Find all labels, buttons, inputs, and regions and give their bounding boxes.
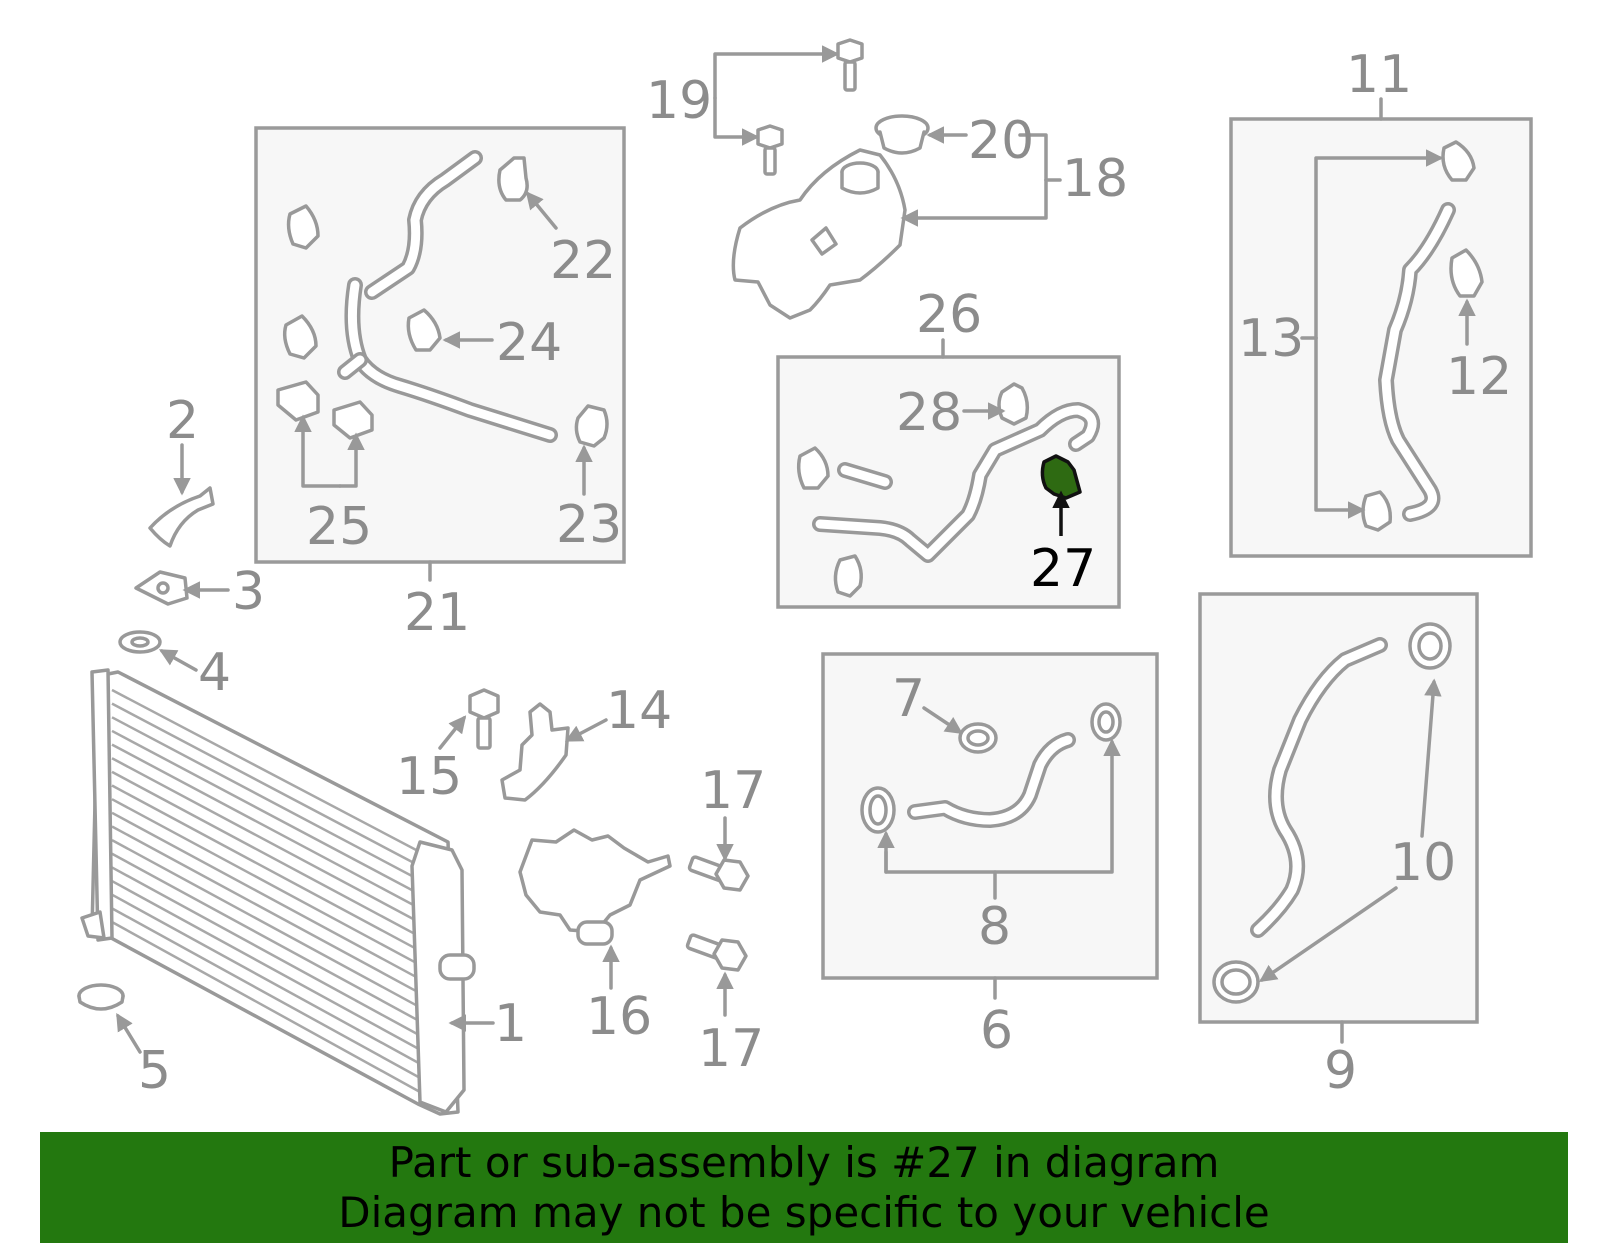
callout-25: 25 bbox=[306, 497, 372, 557]
bracket-2 bbox=[148, 486, 215, 548]
callout-23: 23 bbox=[556, 495, 622, 555]
callout-17-lower: 17 bbox=[698, 1019, 764, 1079]
hose-assembly-11 bbox=[1361, 140, 1484, 532]
hose-assembly-26 bbox=[796, 382, 1101, 598]
thermostat-housing-16 bbox=[518, 828, 672, 934]
callout-18: 18 bbox=[1062, 149, 1128, 209]
callout-20: 20 bbox=[968, 111, 1034, 171]
callout-26: 26 bbox=[916, 285, 982, 345]
hose-assembly-21 bbox=[276, 150, 609, 448]
callout-3: 3 bbox=[232, 562, 265, 622]
callout-24: 24 bbox=[496, 313, 562, 373]
callout-10: 10 bbox=[1390, 833, 1456, 893]
bracket-14 bbox=[500, 702, 570, 802]
callout-22: 22 bbox=[550, 231, 616, 291]
callout-12: 12 bbox=[1446, 347, 1512, 407]
callout-7: 7 bbox=[892, 669, 925, 729]
radiator bbox=[80, 668, 476, 1116]
hose-assembly-6 bbox=[860, 702, 1122, 834]
callout-28: 28 bbox=[896, 383, 962, 443]
callout-15: 15 bbox=[396, 747, 462, 807]
callout-21: 21 bbox=[404, 583, 470, 643]
callout-16: 16 bbox=[586, 987, 652, 1047]
banner-line-disclaimer: Diagram may not be specific to your vehi… bbox=[338, 1187, 1270, 1237]
callout-13: 13 bbox=[1238, 309, 1304, 369]
callout-27: 27 bbox=[1030, 539, 1096, 599]
info-banner: Part or sub-assembly is #27 in diagram D… bbox=[40, 1132, 1568, 1243]
callout-labels: 1 2 3 4 5 6 7 8 9 10 11 12 13 14 15 16 1… bbox=[138, 45, 1512, 1101]
leader-lines bbox=[116, 45, 1476, 1054]
bolt-17-upper bbox=[687, 855, 750, 892]
callout-17-upper: 17 bbox=[700, 761, 766, 821]
coolant-reservoir bbox=[731, 38, 930, 320]
callout-2: 2 bbox=[166, 391, 199, 451]
banner-line-part: Part or sub-assembly is #27 in diagram bbox=[388, 1137, 1220, 1187]
callout-4: 4 bbox=[198, 643, 231, 703]
bolt-15 bbox=[468, 688, 500, 720]
callout-14: 14 bbox=[606, 681, 672, 741]
bolt-17-lower bbox=[685, 933, 748, 972]
group-box-11 bbox=[1229, 117, 1533, 558]
callout-1: 1 bbox=[494, 994, 527, 1054]
callout-8: 8 bbox=[978, 897, 1011, 957]
drain-plug bbox=[77, 983, 125, 1011]
callout-6: 6 bbox=[980, 1001, 1013, 1061]
callout-11: 11 bbox=[1346, 45, 1412, 105]
callout-9: 9 bbox=[1324, 1041, 1357, 1101]
highlighted-part-27 bbox=[1040, 454, 1082, 500]
hose-assembly-9 bbox=[1212, 622, 1452, 1004]
callout-5: 5 bbox=[138, 1041, 171, 1101]
callout-19: 19 bbox=[646, 71, 712, 131]
